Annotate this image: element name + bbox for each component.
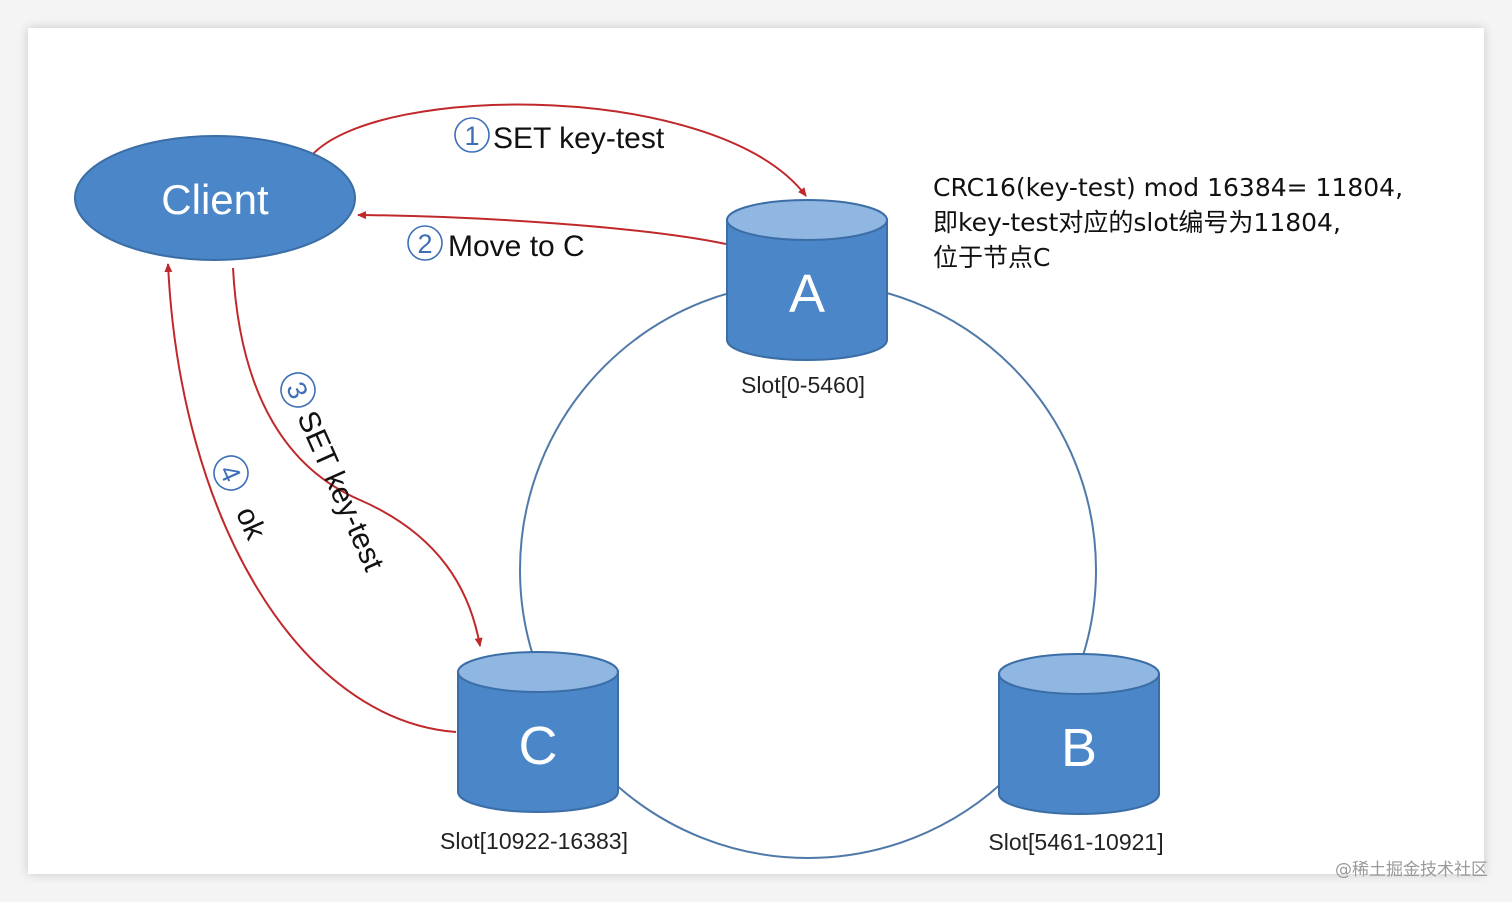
step-2-number: 2	[417, 229, 432, 259]
step-1-label: SET key-test	[493, 122, 665, 155]
step-1: 1 SET key-test	[454, 117, 665, 155]
arrow-step-4	[164, 263, 457, 733]
step-3-number: 3	[280, 377, 314, 403]
note-line-3: 位于节点C	[933, 243, 1050, 272]
step-3: 3 SET key-test	[280, 372, 390, 577]
step-3-label: SET key-test	[290, 406, 390, 576]
watermark: @稀土掘金技术社区	[1335, 860, 1488, 880]
node-b-slots: Slot[5461-10921]	[988, 829, 1163, 855]
crc-note: CRC16(key-test) mod 16384= 11804, 即key-t…	[933, 173, 1403, 272]
note-line-2: 即key-test对应的slot编号为11804,	[933, 208, 1341, 237]
node-c-label: C	[519, 716, 558, 776]
node-a: A	[726, 199, 888, 361]
client-node: Client	[74, 135, 356, 261]
arrow-step-2	[357, 211, 727, 245]
node-c: C	[457, 651, 619, 813]
client-label: Client	[161, 176, 269, 223]
step-2: 2 Move to C	[407, 225, 585, 263]
step-1-number: 1	[464, 121, 479, 151]
step-2-label: Move to C	[448, 230, 585, 263]
step-4-number: 4	[213, 460, 247, 486]
node-a-slots: Slot[0-5460]	[741, 372, 865, 398]
node-b: B	[998, 653, 1160, 815]
node-c-slots: Slot[10922-16383]	[440, 828, 628, 854]
note-line-1: CRC16(key-test) mod 16384= 11804,	[933, 173, 1403, 202]
arrow-step-1	[311, 103, 807, 197]
step-4-label: ok	[229, 502, 272, 545]
arrow-step-3	[232, 267, 483, 647]
node-b-label: B	[1061, 718, 1097, 778]
node-a-label: A	[789, 264, 825, 324]
step-4: 4 ok	[213, 455, 273, 545]
